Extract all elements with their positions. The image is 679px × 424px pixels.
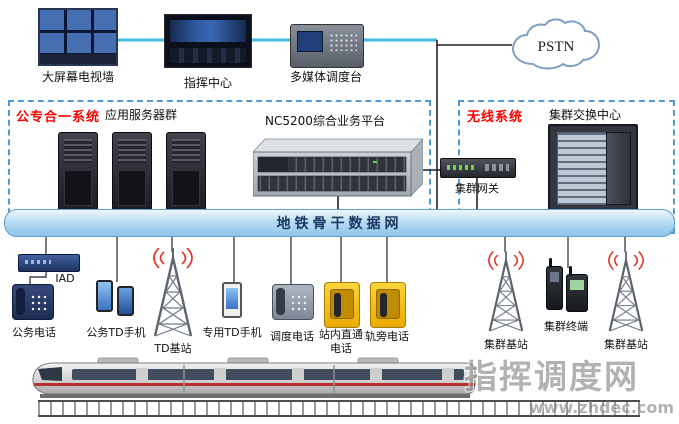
command-center-image (164, 14, 252, 68)
wireless-system-title: 无线系统 (467, 110, 524, 125)
signal-waves-icon (488, 250, 524, 271)
trackside-phone-image (370, 282, 406, 328)
dedicated-td-phone-image (222, 282, 242, 318)
signal-waves-icon (153, 247, 193, 269)
trunk-base-station-left-label: 集群基站 (484, 338, 528, 351)
trunk-terminal-label: 集群终端 (544, 320, 588, 333)
signal-waves-icon (608, 250, 644, 271)
station-direct-phone-label: 站内直通电话 (319, 328, 363, 356)
pstn-label: PSTN (538, 39, 575, 55)
rack-chassis-icon (252, 137, 424, 198)
dispatch-phone-image (272, 284, 314, 320)
trunk-terminal-radio-1-image (546, 258, 563, 310)
train-icon (32, 357, 476, 398)
trunk-switch-cabinet-image (548, 124, 638, 212)
platform-label: NC5200综合业务平台 (265, 114, 385, 128)
dispatch-console-image (290, 24, 364, 68)
app-server-tower-3 (166, 132, 206, 214)
app-servers-label: 应用服务器群 (104, 108, 177, 122)
backbone-network-bar: 地铁骨干数据网 (4, 209, 675, 237)
official-phone-label: 公务电话 (12, 326, 56, 339)
app-server-tower-2 (112, 132, 152, 214)
tv-wall-image (38, 8, 118, 66)
backbone-drop-lines (29, 234, 626, 286)
cloud-icon: PSTN (511, 18, 601, 70)
integrated-system-title: 公专合一系统 (16, 110, 101, 125)
official-phone-image (12, 284, 54, 320)
trunk-base-station-right-image (598, 250, 654, 336)
switch-center-label: 集群交换中心 (548, 108, 621, 122)
trunk-terminal-radio-2-image (566, 266, 588, 312)
nc5200-platform-image (252, 136, 424, 198)
trunk-base-station-left-image (478, 250, 534, 336)
dedicated-td-phone-label: 专用TD手机 (202, 326, 262, 339)
pstn-cloud: PSTN (503, 16, 607, 74)
trunk-gateway-label: 集群网关 (455, 182, 499, 195)
tv-wall-label: 大屏幕电视墙 (41, 70, 114, 84)
dispatch-phone-label: 调度电话 (270, 330, 314, 343)
command-center-label: 指挥中心 (183, 76, 232, 90)
radio-tower-icon (608, 250, 644, 332)
backbone-network-label: 地铁骨干数据网 (276, 216, 403, 232)
official-td-phone-1-image (96, 280, 113, 312)
official-td-phone-2-image (117, 286, 134, 316)
radio-tower-icon (153, 247, 193, 337)
trunk-base-station-right-label: 集群基站 (604, 338, 648, 351)
radio-tower-icon (488, 250, 524, 332)
official-td-phone-label: 公务TD手机 (86, 326, 146, 339)
station-direct-phone-image (324, 282, 360, 328)
dispatch-console-label: 多媒体调度台 (289, 70, 362, 84)
rail-track (38, 400, 640, 417)
iad-label: IAD (55, 272, 75, 285)
app-server-tower-1 (58, 132, 98, 214)
iad-device-image (18, 254, 80, 272)
trunk-gateway-image (440, 158, 516, 178)
metro-train-image (28, 356, 480, 402)
td-base-station-image (142, 247, 204, 340)
td-base-station-label: TD基站 (154, 342, 192, 355)
trackside-phone-label: 轨旁电话 (365, 330, 409, 343)
